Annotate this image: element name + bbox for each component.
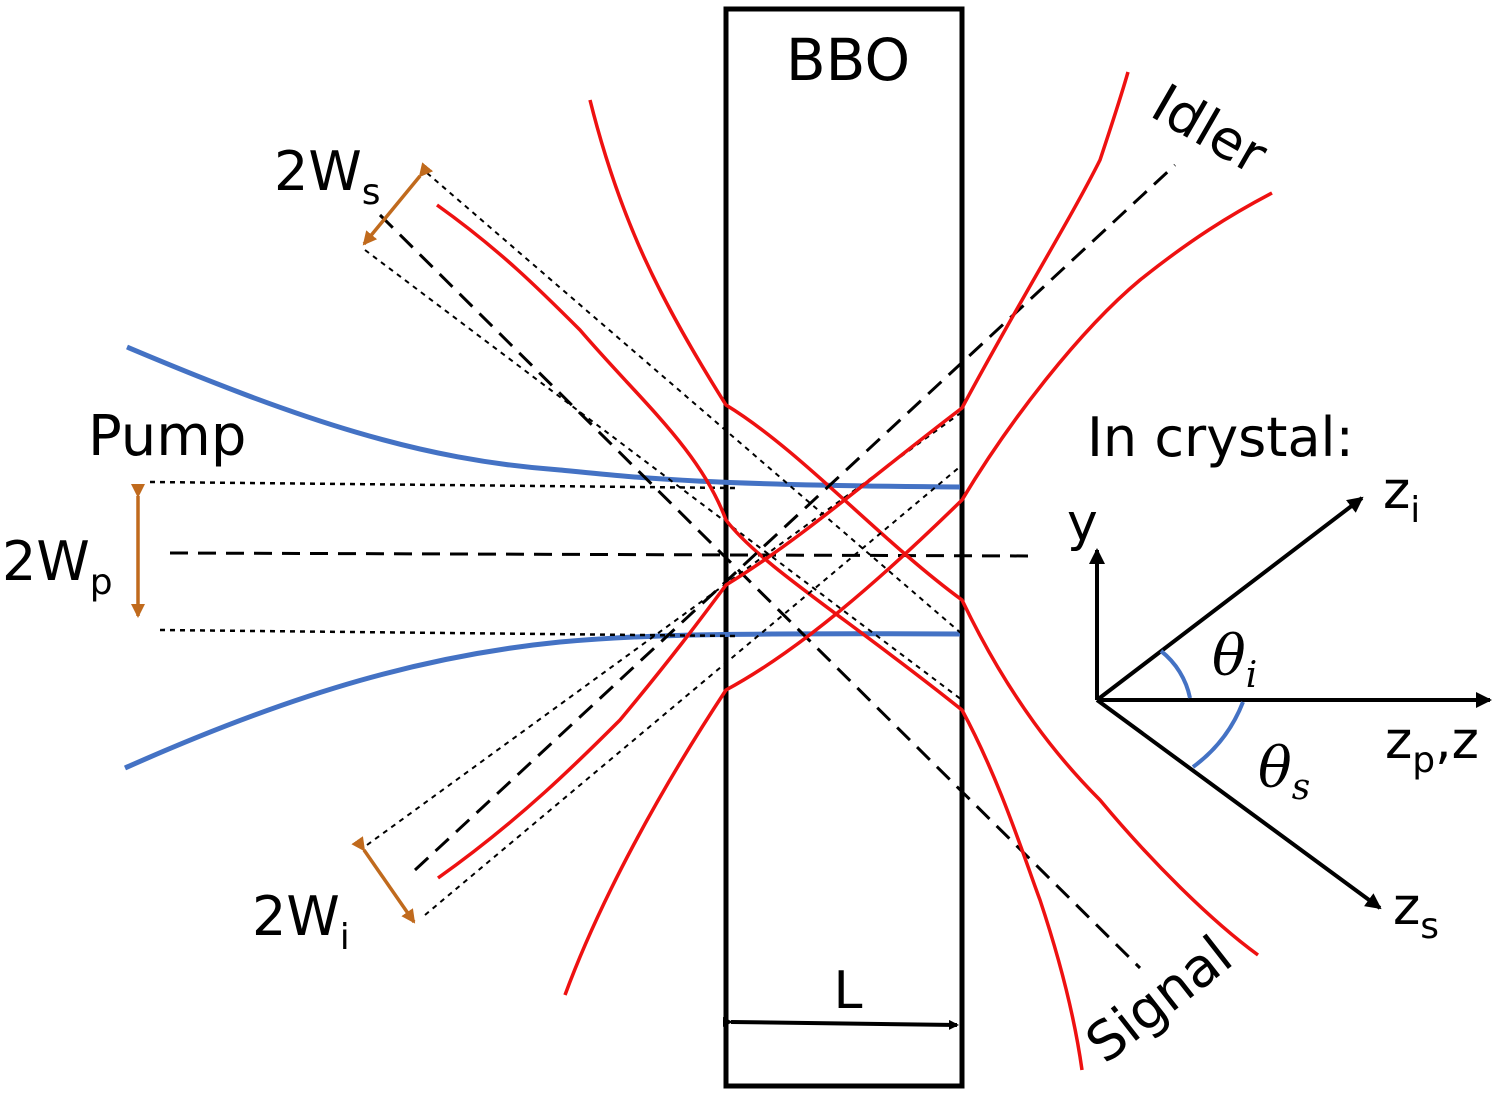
theta-i-label: θi: [1212, 624, 1257, 696]
pump-width-upper-line: [149, 480, 736, 490]
zp-axis-label: zp,z: [1385, 711, 1479, 781]
zi-axis: [1095, 496, 1364, 702]
idler-beam-edge-a: [436, 71, 1130, 880]
length-arrow: [722, 1016, 959, 1030]
signal-width-arrow: [362, 162, 434, 246]
idler-width-line-b: [424, 464, 963, 916]
pump-axis: [169, 551, 1036, 558]
idler-width-label: 2Wi: [252, 885, 350, 958]
y-axis-label: y: [1067, 493, 1098, 553]
signal-width-label: 2Ws: [274, 140, 381, 213]
in-crystal-label: In crystal:: [1087, 406, 1354, 469]
pump-upper-edge: [126, 344, 961, 490]
zs-axis-label: zs: [1393, 877, 1439, 947]
signal-beam-edge-a: [435, 203, 1084, 1071]
pump-width-label: 2Wp: [2, 530, 113, 603]
length-label: L: [834, 961, 863, 1021]
signal-width-line-b: [364, 249, 963, 701]
zi-axis-label: zi: [1383, 461, 1420, 531]
idler-axis: [413, 163, 1177, 872]
bbo-crystal: [723, 6, 965, 1089]
pump-lower-edge: [123, 631, 961, 771]
idler-width-arrow: [351, 836, 416, 924]
signal-label: Signal: [1074, 923, 1244, 1075]
signal-width-line-a: [426, 172, 963, 635]
signal-axis: [378, 213, 1142, 970]
idler-label: Idler: [1142, 72, 1279, 187]
theta-s-label: θs: [1258, 736, 1310, 808]
pump-label: Pump: [88, 404, 246, 469]
idler-beam-edge-b: [563, 191, 1273, 996]
signal-beam-edge-b: [588, 99, 1260, 957]
crystal-label: BBO: [786, 26, 910, 94]
zs-axis: [1095, 698, 1382, 910]
theta-s-arc: [1191, 701, 1245, 769]
theta-i-arc: [1159, 649, 1192, 699]
